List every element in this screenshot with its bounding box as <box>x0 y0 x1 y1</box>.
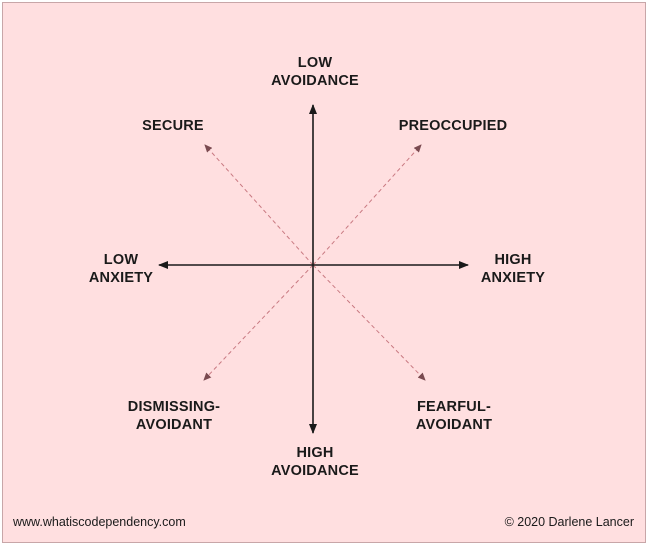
label-dismissing-avoidant-line2: AVOIDANT <box>135 417 213 433</box>
label-high-anxiety-line2: ANXIETY <box>480 270 546 286</box>
label-dismissing-avoidant-line1: DISMISSING- <box>127 399 221 415</box>
diagram-background <box>3 3 645 542</box>
label-preoccupied: PREOCCUPIED <box>399 117 508 135</box>
label-preoccupied-line1: PREOCCUPIED <box>398 118 508 134</box>
label-low-anxiety-line1: LOW <box>103 252 139 268</box>
label-high-avoidance: HIGH AVOIDANCE <box>271 444 359 480</box>
label-low-anxiety-line2: ANXIETY <box>88 270 154 286</box>
arrow-to-fearful-avoidant <box>312 264 426 381</box>
label-high-anxiety-line1: HIGH <box>494 252 532 268</box>
label-high-avoidance-line1: HIGH <box>296 445 334 461</box>
arrow-to-secure <box>204 144 314 266</box>
label-low-avoidance-line2: AVOIDANCE <box>271 73 359 89</box>
label-dismissing-avoidant: DISMISSING- AVOIDANT <box>128 398 220 434</box>
axes-canvas <box>3 3 645 542</box>
label-secure-line1: SECURE <box>142 118 204 134</box>
copyright-footer: © 2020 Darlene Lancer <box>504 515 634 529</box>
label-low-avoidance-line1: LOW <box>297 55 333 71</box>
label-fearful-avoidant-line1: FEARFUL- <box>416 399 492 415</box>
label-fearful-avoidant-line2: AVOIDANT <box>415 417 493 433</box>
label-high-anxiety: HIGH ANXIETY <box>481 251 545 287</box>
arrow-to-preoccupied <box>312 144 422 266</box>
website-footer: www.whatiscodependency.com <box>13 515 186 529</box>
arrow-to-dismissing-avoidant <box>203 264 314 381</box>
label-secure: SECURE <box>142 117 204 135</box>
label-high-avoidance-line2: AVOIDANCE <box>271 463 359 479</box>
label-fearful-avoidant: FEARFUL- AVOIDANT <box>416 398 492 434</box>
attachment-styles-diagram: LOW AVOIDANCE HIGH AVOIDANCE LOW ANXIETY… <box>2 2 646 543</box>
label-low-anxiety: LOW ANXIETY <box>89 251 153 287</box>
label-low-avoidance: LOW AVOIDANCE <box>271 54 359 90</box>
